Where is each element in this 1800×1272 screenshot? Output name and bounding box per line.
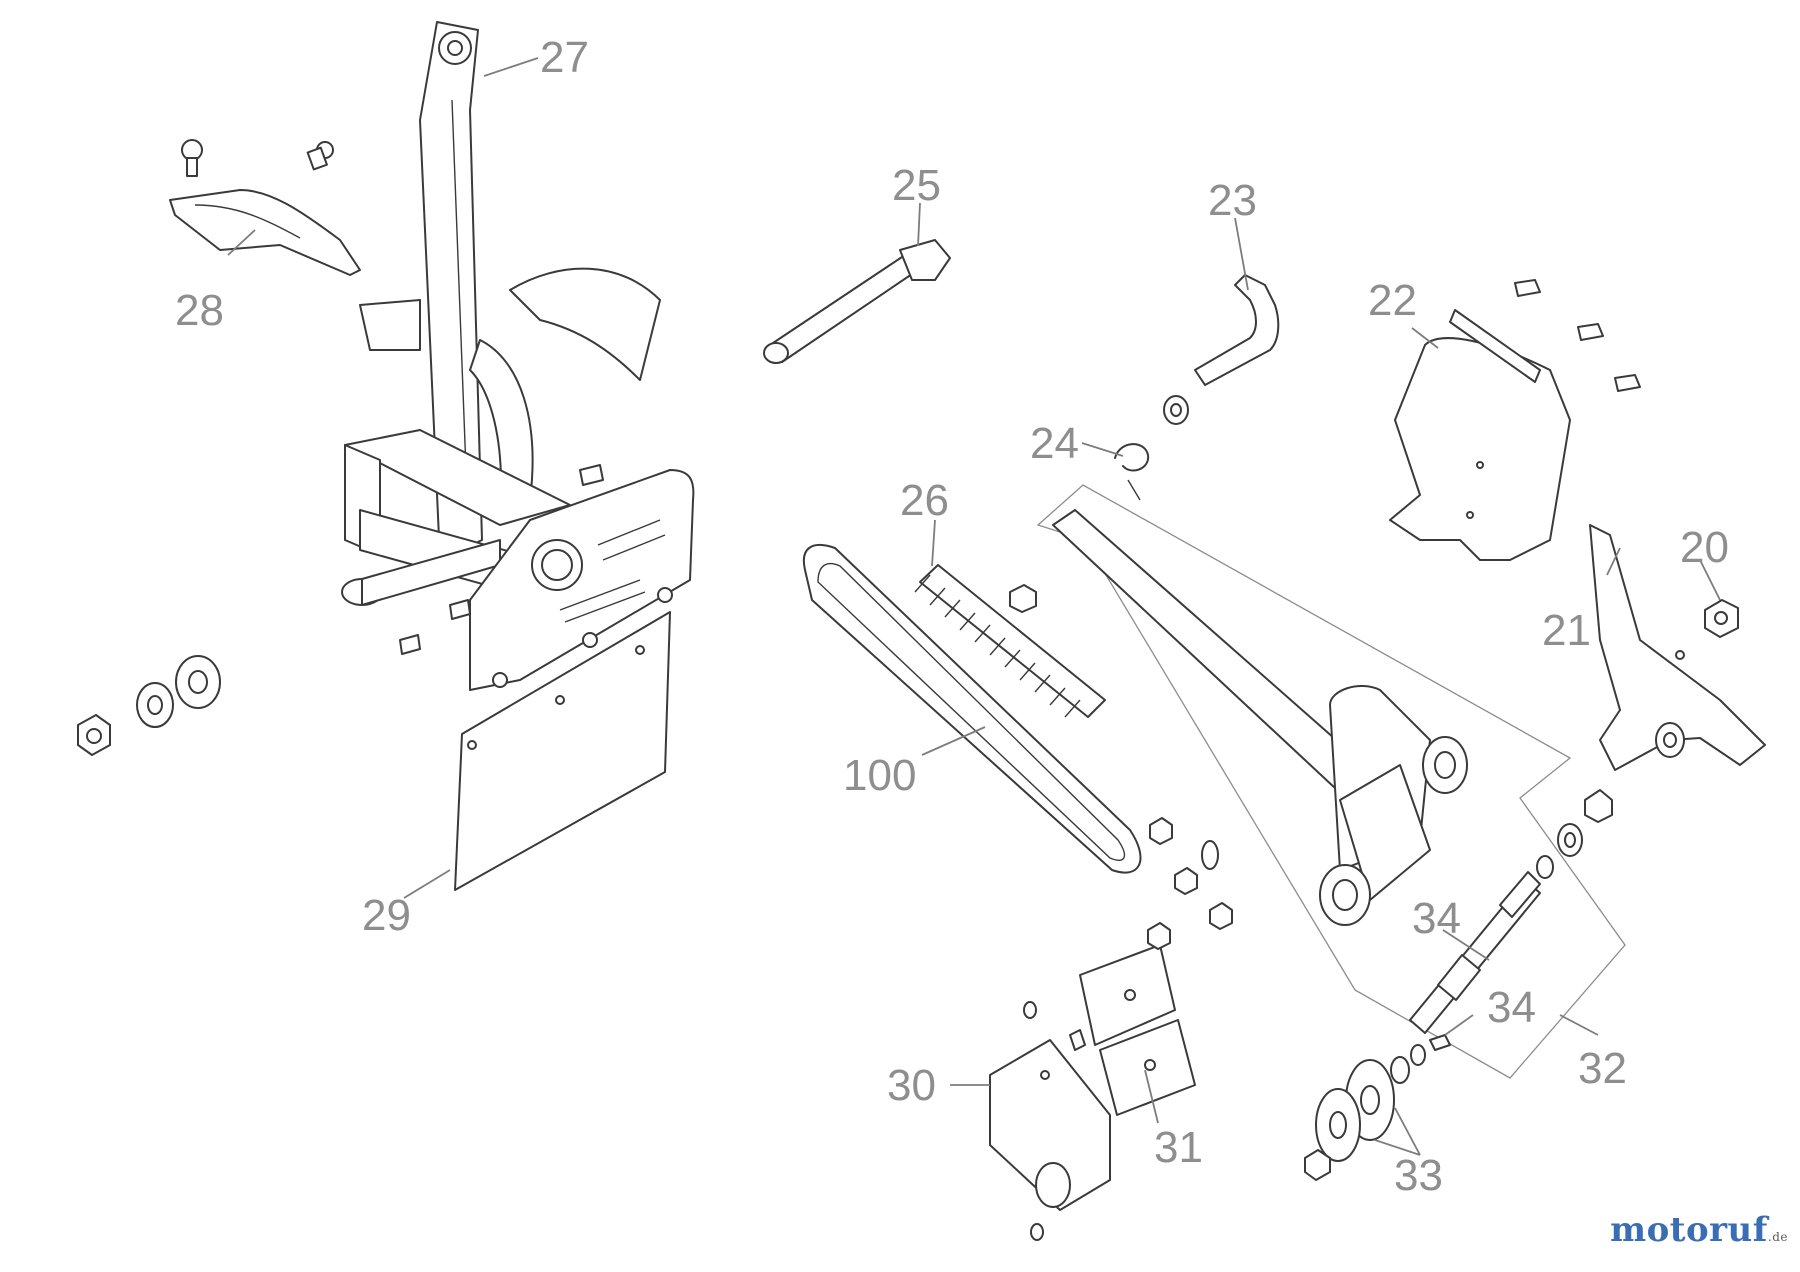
callout-20: 20 bbox=[1680, 523, 1729, 572]
part-25-axle-bolt bbox=[763, 239, 951, 364]
part-20-nut bbox=[1704, 599, 1739, 638]
part-23-pin bbox=[1163, 274, 1280, 425]
part-washers-right bbox=[1536, 789, 1613, 879]
callout-24: 24 bbox=[1030, 419, 1079, 468]
part-34-shaft bbox=[1409, 871, 1541, 1034]
leader-lines bbox=[227, 57, 1721, 1156]
motoruf-watermark: motoruf.de bbox=[1610, 1210, 1788, 1250]
part-29-flap bbox=[454, 611, 671, 891]
part-24-clip bbox=[1114, 443, 1150, 501]
callout-33: 33 bbox=[1394, 1151, 1443, 1200]
callout-23: 23 bbox=[1208, 176, 1257, 225]
watermark-suffix: .de bbox=[1767, 1230, 1788, 1244]
part-28-bracket bbox=[169, 139, 361, 276]
watermark-brand: motoruf bbox=[1610, 1210, 1768, 1250]
part-21-blade bbox=[1589, 524, 1766, 771]
callout-26: 26 bbox=[900, 476, 949, 525]
callout-25: 25 bbox=[892, 161, 941, 210]
part-22-guard bbox=[1389, 279, 1641, 561]
part-tine-arm bbox=[1052, 509, 1468, 926]
callout-22: 22 bbox=[1368, 276, 1417, 325]
callout-30: 30 bbox=[887, 1061, 936, 1110]
part-bolts-frame bbox=[399, 464, 604, 655]
callout-29: 29 bbox=[362, 891, 411, 940]
callout-34-key: 34 bbox=[1487, 983, 1536, 1032]
part-washers-nut-left bbox=[77, 655, 221, 756]
part-32-group-outline bbox=[1036, 484, 1626, 1079]
callout-28: 28 bbox=[175, 286, 224, 335]
part-nut-spring bbox=[1009, 584, 1037, 613]
part-100-belt bbox=[802, 543, 1142, 874]
part-33-hub-discs bbox=[1304, 1044, 1426, 1181]
callout-32: 32 bbox=[1578, 1044, 1627, 1093]
callout-100: 100 bbox=[843, 751, 916, 800]
part-26-spring bbox=[914, 564, 1106, 718]
part-small-nuts bbox=[1023, 817, 1233, 1241]
part-30-cover bbox=[989, 1039, 1111, 1211]
callout-27: 27 bbox=[540, 33, 589, 82]
part-side-plate bbox=[469, 469, 695, 691]
callout-31: 31 bbox=[1154, 1123, 1203, 1172]
callout-labels: 27 28 25 23 22 24 26 20 21 100 29 34 34 … bbox=[175, 33, 1729, 1200]
part-34-key bbox=[1429, 1034, 1451, 1051]
part-27-handle-arm bbox=[419, 21, 483, 561]
part-31-plates bbox=[1079, 944, 1196, 1116]
part-frame-bracket bbox=[341, 299, 571, 606]
callout-34-shaft: 34 bbox=[1412, 894, 1461, 943]
callout-21: 21 bbox=[1542, 606, 1591, 655]
